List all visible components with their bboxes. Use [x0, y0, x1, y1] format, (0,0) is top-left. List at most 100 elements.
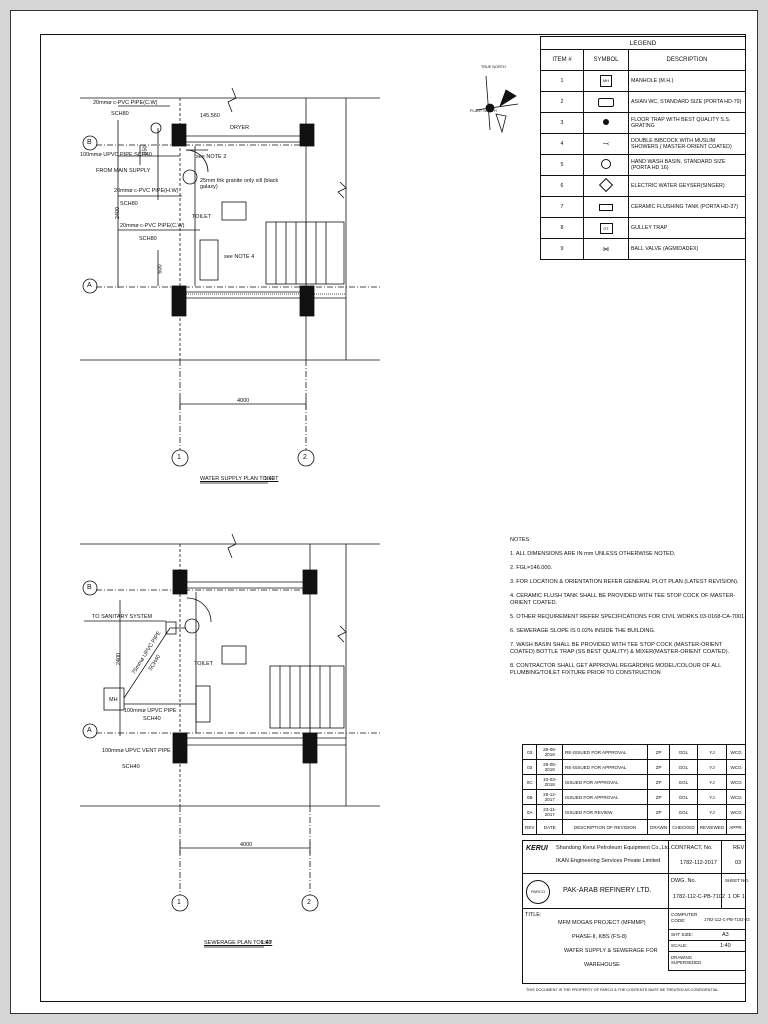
plan2-scale: 1:40	[261, 940, 272, 946]
pipe3-label: 20mmø c-PVC PIPE(H.W)	[114, 188, 179, 194]
computer-code-label: COMPUTER CODE:	[671, 912, 698, 923]
title-line: WAREHOUSE	[584, 962, 620, 968]
legend-row: 4⤙DOUBLE BIBCOCK WITH MUSLIM SHOWERS ( M…	[540, 133, 746, 155]
legend-title: LEGEND	[540, 36, 746, 50]
company1: Shandong Kerui Petroleum Equipment Co.,L…	[556, 845, 671, 851]
sht-size: A3	[722, 932, 729, 938]
rev-value: 03	[735, 860, 742, 866]
dryer-label: DRYER	[230, 125, 250, 131]
dim-4000-2: 4000	[240, 842, 253, 848]
legend-row: 9⋈BALL VALVE (AGMIDADEX)	[540, 238, 746, 260]
notes-heading: NOTES:	[510, 537, 531, 543]
sheet-value: 1 OF 1	[728, 894, 745, 900]
legend-col-description: DESCRIPTION	[628, 49, 746, 71]
grid-a-label-2: A	[87, 727, 92, 734]
floor-trap-icon	[603, 119, 609, 125]
to-sanitary-label: TO SANITARY SYSTEM	[92, 614, 153, 620]
dwg-no: 1782-112-C-PB-7102	[673, 894, 725, 900]
pipe-100-label: 100mmø UPVC PIPE	[124, 708, 177, 714]
pipe4-sch: SCH80	[139, 236, 157, 242]
note-item: 8. CONTRACTOR SHALL GET APPROVAL REGARDI…	[510, 663, 722, 676]
contract-no: 1782-112-2017	[680, 860, 717, 866]
grid-2-label: 2	[303, 454, 307, 461]
pipe3-sch: SCH80	[120, 201, 138, 207]
plan2-title: SEWERAGE PLAN TOILET	[204, 940, 273, 946]
company2: IKAN Engineering Services Private Limite…	[556, 858, 661, 864]
note-item: 5. OTHER REQUIREMENT REFER SPECIFICATION…	[510, 614, 746, 620]
scale-label: SCALE:	[671, 943, 688, 948]
wc-icon	[598, 97, 614, 107]
plan1-title: WATER SUPPLY PLAN TOILET	[200, 476, 279, 482]
plan1-scale: 1:40	[264, 476, 275, 482]
dwg-label: DWG. No.	[671, 878, 697, 884]
wash-basin-icon	[601, 159, 611, 169]
vent-pipe-label: 100mmø UPVC VENT PIPE	[102, 748, 171, 754]
gulley-trap-icon: GT	[599, 222, 613, 234]
level-mark: 145.560	[200, 113, 220, 119]
ball-valve-icon: ⋈	[583, 238, 629, 260]
rev-label: REV	[733, 845, 745, 851]
note-item: 7. WASH BASIN SHALL BE PROVIDED WITH TEE…	[510, 642, 730, 655]
manhole-label: MH	[109, 697, 118, 703]
legend-col-symbol: SYMBOL	[583, 49, 629, 71]
confidential-footer: THIS DOCUMENT IS THE PROPERTY OF PARCO &…	[526, 988, 720, 992]
manhole-icon: MH	[600, 75, 612, 87]
title-line: WATER SUPPLY & SEWERAGE FOR	[564, 948, 658, 954]
dim-4000: 4000	[237, 398, 250, 404]
notes-block: NOTES: 1. ALL DIMENSIONS ARE IN mm UNLES…	[510, 537, 746, 684]
grid-a-label: A	[87, 282, 92, 289]
sht-size-label: SHT SIZE:	[671, 932, 693, 937]
note-item: 3. FOR LOCATION & ORIENTATION REFER GENE…	[510, 579, 739, 585]
grid-b-label: B	[87, 139, 92, 146]
title-label: TITLE:	[525, 912, 542, 918]
title-line: PHASE-II, KBS (FS-8)	[572, 934, 627, 940]
flushing-tank-icon	[599, 203, 613, 211]
grid-b-label-2: B	[87, 584, 92, 591]
note4-ref: see NOTE 4	[224, 254, 255, 260]
note-item: 2. FGL=146.000.	[510, 565, 553, 571]
north-arrow	[475, 75, 519, 134]
toilet-label-2: TOILET	[194, 661, 214, 667]
from-main-supply: FROM MAIN SUPPLY	[96, 168, 151, 174]
pipe1-label: 20mmø c-PVC PIPE(C.W)	[93, 100, 158, 106]
pipe4-label: 20mmø c-PVC PIPE(C.W)	[120, 223, 185, 229]
client-name: PAK-ARAB REFINERY LTD.	[563, 887, 652, 894]
superseded-label: DRAWING SUPERSEDED	[671, 955, 702, 965]
pipe-100-sch: SCH40	[143, 716, 161, 722]
note-item: 6. SEWERAGE SLOPE IS 0.02% INSIDE THE BU…	[510, 628, 656, 634]
scale-value: 1:40	[720, 943, 731, 949]
kerui-logo: KERUI	[526, 845, 548, 852]
pipe2-label: 100mmø UPVC PIPE SCH40	[80, 152, 152, 158]
sheet-label: SHEET NO.	[725, 878, 750, 883]
grid-1-label: 1	[177, 454, 181, 461]
pipe1-sch: SCH80	[111, 111, 129, 117]
drawing-frame	[40, 34, 746, 1002]
bibcock-icon: ⤙	[583, 133, 629, 155]
parco-logo: PARCO	[526, 880, 550, 904]
toilet-label: TOILET	[192, 214, 212, 220]
note-item: 4. CERAMIC FLUSH TANK SHALL BE PROVIDED …	[510, 593, 736, 606]
dim-2400-2: 2400	[116, 652, 123, 666]
note2-ref: see NOTE 2	[196, 154, 227, 160]
note-item: 1. ALL DIMENSIONS ARE IN mm UNLESS OTHER…	[510, 551, 676, 557]
computer-code: 1782-112-C-PB-7102-03	[704, 917, 750, 922]
legend-col-item: ITEM #	[540, 49, 584, 71]
tile-note: 25mm thk granite only sill (black galaxy…	[200, 178, 279, 190]
true-north-label: TRUE NORTH	[481, 65, 506, 69]
title-line: MFM MOGAS PROJECT (MFMMP)	[558, 920, 646, 926]
